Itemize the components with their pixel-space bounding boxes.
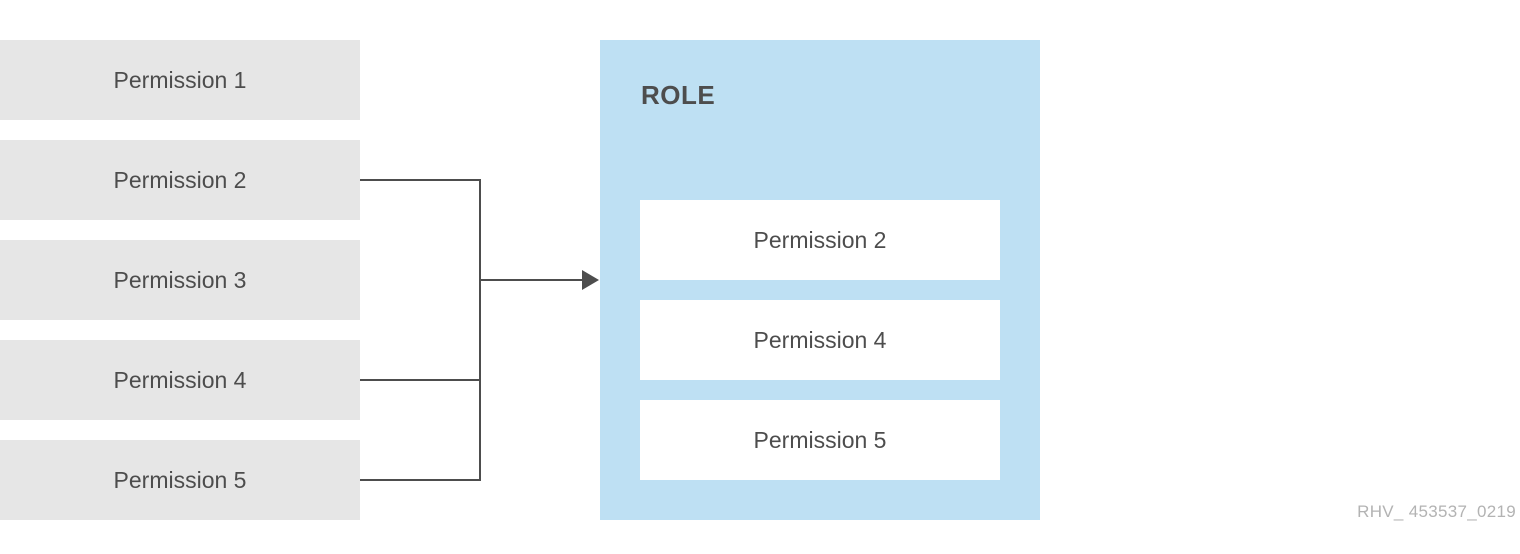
permission-box-3: Permission 3 [0, 240, 360, 320]
role-permission-box-2: Permission 2 [640, 200, 1000, 280]
permission-box-4: Permission 4 [0, 340, 360, 420]
role-permission-label: Permission 4 [753, 326, 887, 353]
role-permission-label: Permission 2 [753, 226, 887, 253]
permission-label: Permission 1 [113, 66, 247, 93]
figure-id: RHV_ 453537_0219 [1357, 502, 1516, 521]
role-permission-box-4: Permission 4 [640, 300, 1000, 380]
permission-label: Permission 4 [113, 366, 247, 393]
permission-box-5: Permission 5 [0, 440, 360, 520]
permission-box-2: Permission 2 [0, 140, 360, 220]
permission-label: Permission 3 [113, 266, 247, 293]
role-container: ROLE Permission 2 Permission 4 Permissio… [600, 40, 1040, 520]
role-title: ROLE [641, 80, 716, 110]
permission-label: Permission 5 [113, 466, 247, 493]
arrow-head-icon [582, 270, 599, 290]
permission-label: Permission 2 [113, 166, 247, 193]
permission-box-1: Permission 1 [0, 40, 360, 120]
role-permission-box-5: Permission 5 [640, 400, 1000, 480]
role-permission-label: Permission 5 [753, 426, 887, 453]
